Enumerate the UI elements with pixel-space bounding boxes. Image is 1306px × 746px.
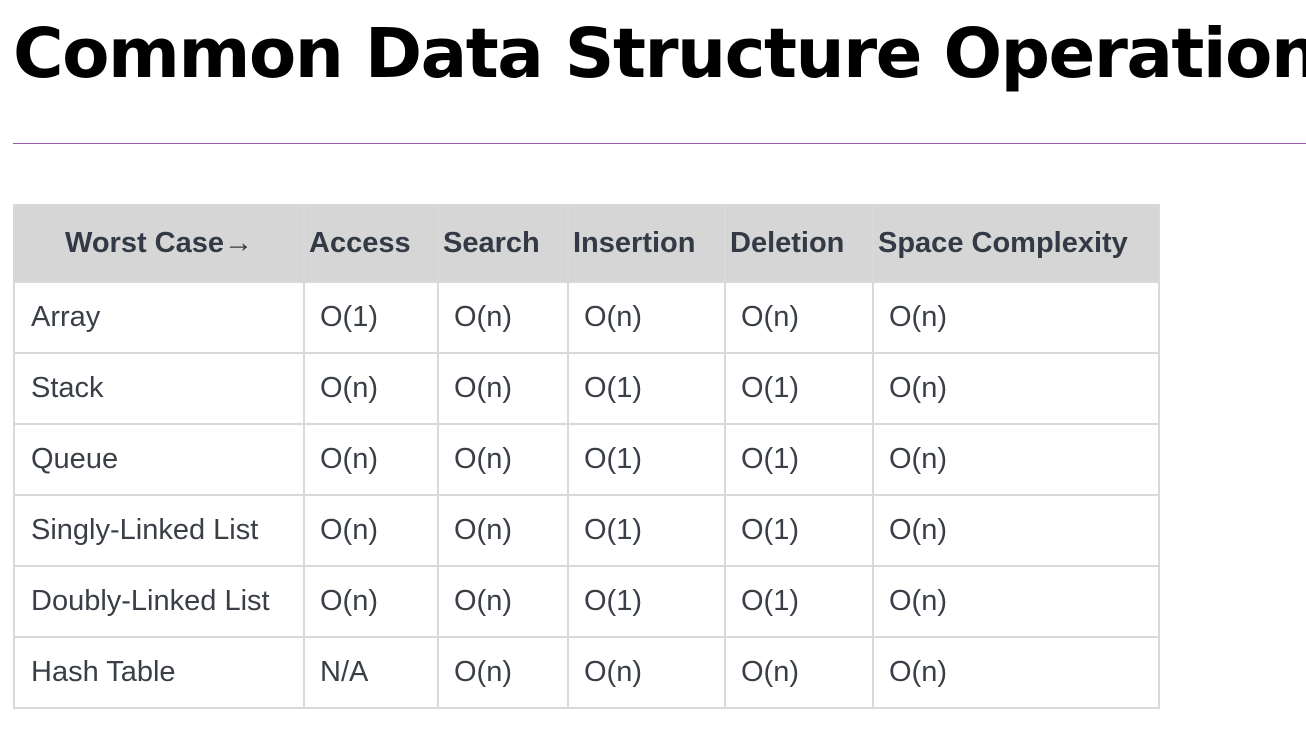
cell-search: O(n) (437, 352, 569, 425)
operations-table: Worst Case→ Access Search Insertion Dele… (13, 204, 1160, 709)
row-name: Stack (13, 352, 305, 425)
table-header-row: Worst Case→ Access Search Insertion Dele… (13, 204, 1160, 283)
page-title: Common Data Structure Operations (13, 14, 1306, 94)
row-name: Queue (13, 423, 305, 496)
row-name: Doubly-Linked List (13, 565, 305, 638)
header-search: Search (437, 204, 569, 283)
cell-space: O(n) (872, 636, 1160, 709)
cell-insertion: O(1) (567, 494, 726, 567)
header-deletion: Deletion (724, 204, 874, 283)
cell-search: O(n) (437, 565, 569, 638)
cell-access: O(n) (303, 352, 439, 425)
cell-insertion: O(1) (567, 352, 726, 425)
table-row: Stack O(n) O(n) O(1) O(1) O(n) (13, 352, 1160, 425)
cell-access: O(n) (303, 423, 439, 496)
row-name: Hash Table (13, 636, 305, 709)
title-divider (13, 143, 1306, 144)
cell-deletion: O(1) (724, 494, 874, 567)
cell-deletion: O(n) (724, 281, 874, 354)
cell-deletion: O(1) (724, 565, 874, 638)
cell-space: O(n) (872, 352, 1160, 425)
header-insertion: Insertion (567, 204, 726, 283)
cell-space: O(n) (872, 565, 1160, 638)
row-name: Array (13, 281, 305, 354)
cell-space: O(n) (872, 281, 1160, 354)
header-worst-case: Worst Case→ (13, 204, 305, 283)
table-row: Doubly-Linked List O(n) O(n) O(1) O(1) O… (13, 565, 1160, 638)
table-row: Singly-Linked List O(n) O(n) O(1) O(1) O… (13, 494, 1160, 567)
cell-search: O(n) (437, 494, 569, 567)
cell-insertion: O(n) (567, 281, 726, 354)
cell-insertion: O(n) (567, 636, 726, 709)
cell-search: O(n) (437, 636, 569, 709)
cell-deletion: O(1) (724, 423, 874, 496)
row-name: Singly-Linked List (13, 494, 305, 567)
cell-search: O(n) (437, 281, 569, 354)
cell-insertion: O(1) (567, 565, 726, 638)
cell-access: O(n) (303, 565, 439, 638)
cell-access: O(1) (303, 281, 439, 354)
cell-insertion: O(1) (567, 423, 726, 496)
header-access: Access (303, 204, 439, 283)
table-row: Queue O(n) O(n) O(1) O(1) O(n) (13, 423, 1160, 496)
table-row: Array O(1) O(n) O(n) O(n) O(n) (13, 281, 1160, 354)
header-space-complexity: Space Complexity (872, 204, 1160, 283)
cell-access: N/A (303, 636, 439, 709)
cell-search: O(n) (437, 423, 569, 496)
cell-deletion: O(n) (724, 636, 874, 709)
cell-access: O(n) (303, 494, 439, 567)
cell-space: O(n) (872, 494, 1160, 567)
table-row: Hash Table N/A O(n) O(n) O(n) O(n) (13, 636, 1160, 709)
cell-deletion: O(1) (724, 352, 874, 425)
cell-space: O(n) (872, 423, 1160, 496)
